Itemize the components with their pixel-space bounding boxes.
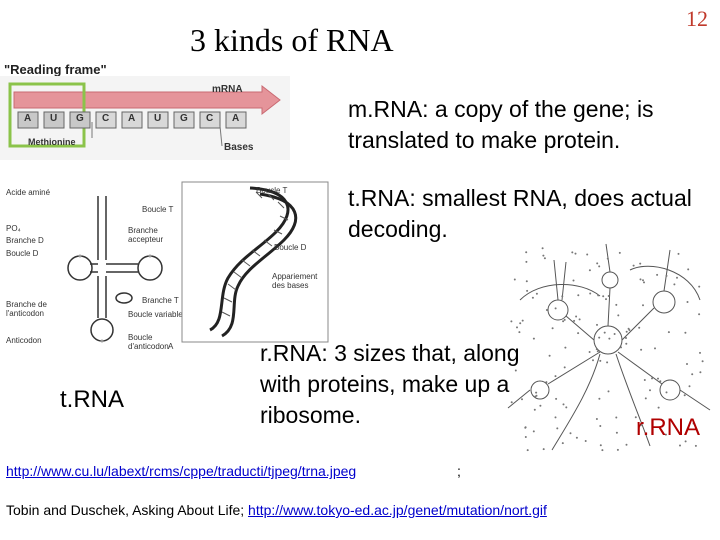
mrna-definition: : a copy of the gene; is translated to m… (348, 96, 654, 153)
trna-description: t.RNA: smallest RNA, does actual decodin… (348, 183, 718, 245)
boucle-d-label-3d: Boucle D (274, 243, 307, 252)
trna-source-link[interactable]: http://www.cu.lu/labext/rcms/cppe/traduc… (6, 463, 357, 479)
acide-amine-label: Acide aminé (6, 188, 51, 197)
base-box (199, 111, 221, 129)
bases-label: Bases (224, 142, 254, 153)
branche-d-label: Branche D (6, 236, 44, 245)
trna-label: t.RNA (60, 386, 125, 413)
rrna-term: r.RNA (260, 340, 322, 366)
base-letter: U (50, 113, 58, 124)
rrna-secondary-structure (507, 243, 711, 452)
reading-frame-label: "Reading frame" (4, 62, 107, 77)
mrna-arrow (13, 84, 281, 116)
po4-label: PO₄ (6, 224, 21, 233)
base-box (173, 111, 195, 129)
base-letter: G (76, 113, 84, 124)
base-box (69, 111, 91, 129)
trna-term: t.RNA (348, 185, 410, 211)
base-letter: A (232, 113, 240, 124)
base-box (17, 111, 39, 129)
rrna-definition: : 3 sizes that, along with proteins, mak… (260, 340, 520, 428)
branche-accepteur-label: Branche accepteur (128, 226, 164, 244)
trna-source-link-punct: ; (457, 463, 461, 479)
trna-cloverleaf-diagram (67, 196, 163, 343)
base-letter: G (180, 113, 188, 124)
appariement-label: Appariement des bases (272, 272, 318, 290)
page-number: 12 (686, 6, 708, 31)
boucle-variable-label: Boucle variable (128, 310, 183, 319)
boucle-t-label-left: Boucle T (142, 205, 174, 214)
trna-3d-structure (181, 181, 329, 343)
reading-frame-figure (0, 76, 290, 160)
a-mark-3d: A (168, 342, 174, 351)
base-box (43, 111, 65, 129)
methionine-label: Methionine (28, 137, 76, 147)
mrna-description: m.RNA: a copy of the gene; is translated… (348, 94, 718, 156)
credit-line: Tobin and Duschek, Asking About Life; ht… (6, 502, 547, 518)
base-letter: C (206, 113, 214, 124)
base-box (147, 111, 169, 129)
trna-definition: : smallest RNA, does actual decoding. (348, 185, 692, 242)
base-box (121, 111, 143, 129)
boucle-d-label: Boucle D (6, 249, 39, 258)
rrna-description: r.RNA: 3 sizes that, along with proteins… (260, 338, 540, 431)
boucle-t-label-3d: Boucle T (256, 186, 288, 195)
mrna-label: mRNA (212, 84, 243, 95)
base-letter: A (24, 113, 32, 124)
base-letter: U (154, 113, 162, 124)
credit-text: Tobin and Duschek, Asking About Life; (6, 502, 249, 518)
base-box (95, 111, 117, 129)
rrna-source-link[interactable]: http://www.tokyo-ed.ac.jp/genet/mutation… (248, 502, 547, 518)
branche-anticodon-label: Branche de l'anticodon (6, 300, 47, 318)
anticodon-label: Anticodon (6, 336, 42, 345)
slide-title: 3 kinds of RNA (190, 22, 394, 58)
mrna-term: m.RNA (348, 96, 423, 122)
rrna-label: r.RNA (636, 414, 701, 441)
branche-t-label: Branche T (142, 296, 179, 305)
base-letter: C (102, 113, 110, 124)
boucle-anticodon-label: Boucle d'anticodon (128, 333, 169, 351)
base-box (225, 111, 247, 129)
base-letter: A (128, 113, 136, 124)
